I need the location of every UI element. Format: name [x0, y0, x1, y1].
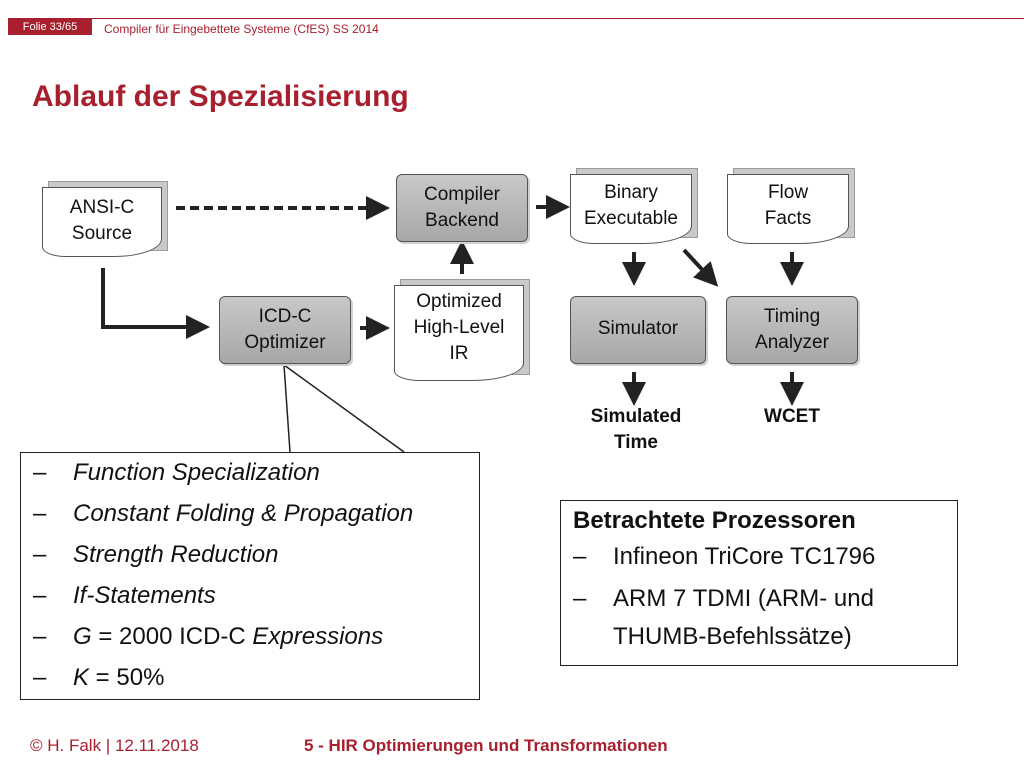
- icd-c-optimizer-box: ICD-C Optimizer: [219, 296, 351, 364]
- backend-label-1: Compiler: [423, 184, 501, 205]
- course-title: Compiler für Eingebettete Systeme (CfES)…: [104, 22, 379, 36]
- footer-author: © H. Falk | 12.11.2018: [30, 736, 199, 755]
- backend-label-2: Backend: [425, 210, 499, 231]
- simulator-label: Simulator: [597, 318, 679, 339]
- optimization-list: – Function Specialization – Constant Fol…: [20, 452, 480, 700]
- ansi-source-label-1: ANSI-C: [69, 197, 135, 218]
- optimized-ir-document: Optimized High-Level IR: [394, 279, 530, 381]
- optimizer-label-2: Optimizer: [244, 332, 326, 353]
- flow-facts-label-1: Flow: [767, 182, 809, 203]
- callout-line-left: [283, 364, 291, 453]
- flow-facts-document: Flow Facts: [727, 168, 855, 244]
- simulator-box: Simulator: [570, 296, 706, 364]
- simulated-time-output: Simulated Time: [568, 404, 704, 456]
- page-title: Ablauf der Spezialisierung: [32, 80, 409, 113]
- binary-label-1: Binary: [604, 182, 658, 203]
- arrow-source-to-optimizer: [101, 268, 210, 339]
- header-rule: [8, 18, 1024, 19]
- binary-label-2: Executable: [583, 208, 678, 229]
- simulated-time-label-2: Time: [613, 432, 658, 453]
- ir-label-3: IR: [449, 343, 469, 364]
- callout-line-right: [283, 364, 405, 453]
- compiler-backend-box: Compiler Backend: [396, 174, 528, 242]
- timing-analyzer-box: Timing Analyzer: [726, 296, 858, 364]
- list-item-continuation: THUMB-Befehlssätze): [613, 623, 852, 650]
- flow-facts-label-2: Facts: [764, 208, 812, 229]
- simulated-time-label-1: Simulated: [590, 406, 682, 427]
- analyzer-label-2: Analyzer: [755, 332, 829, 353]
- ansi-source-label-2: Source: [71, 223, 133, 244]
- processors-box: Betrachtete Prozessoren – Infineon TriCo…: [560, 500, 958, 666]
- binary-executable-document: Binary Executable: [570, 168, 698, 244]
- arrow-binary-to-analyzer: [682, 248, 719, 287]
- footer-chapter: 5 - HIR Optimierungen und Transformation…: [304, 736, 668, 755]
- wcet-output: WCET: [764, 406, 820, 427]
- analyzer-label-1: Timing: [763, 306, 821, 327]
- processors-title: Betrachtete Prozessoren: [573, 507, 856, 534]
- optimizer-label-1: ICD-C: [258, 306, 312, 327]
- ir-label-2: High-Level: [413, 317, 505, 338]
- slide-number: Folie 33/65: [8, 19, 92, 35]
- ir-label-1: Optimized: [416, 291, 502, 312]
- ansi-c-source-document: ANSI-C Source: [42, 181, 168, 257]
